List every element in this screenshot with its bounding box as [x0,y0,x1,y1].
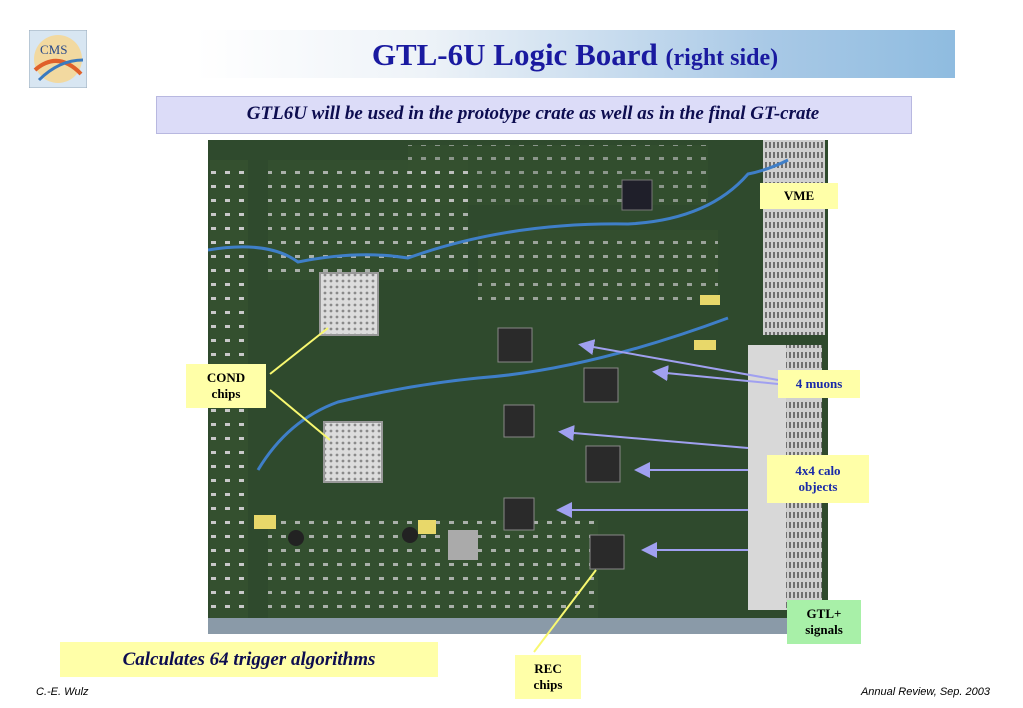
gtl-label-line2: signals [805,622,843,637]
rec-label-line2: chips [533,677,563,692]
callout-box [60,642,438,677]
title-bar [195,30,955,78]
cond-chips-label: COND chips [186,364,266,408]
calo-label-line2: objects [798,479,838,494]
vme-label: VME [760,183,838,209]
muons-label: 4 muons [778,370,860,398]
title-main: GTL-6U Logic Board [371,37,658,72]
title-sub: (right side) [665,45,779,71]
footer-author: C.-E. Wulz [36,686,89,698]
rec-label-line1: REC [534,661,562,676]
gtl-label-line1: GTL+ [806,606,842,621]
calo-objects-label: 4x4 calo objects [767,455,869,503]
footer-event: Annual Review, Sep. 2003 [860,686,990,698]
rec-chips-label: REC chips [515,655,581,699]
subtitle-box [156,96,912,134]
logo-text: CMS [40,42,67,57]
cond-label-line1: COND [206,370,246,385]
board-photo [207,140,828,634]
cond-label-line2: chips [211,386,241,401]
cms-logo: CMS [28,29,88,89]
page-title: GTL-6U Logic Board (right side) [195,38,955,75]
callout-text: Calculates 64 trigger algorithms [122,649,376,670]
gtl-signals-label: GTL+ signals [787,600,861,644]
subtitle: GTL6U will be used in the prototype crat… [246,103,820,124]
calo-label-line1: 4x4 calo [795,463,841,478]
